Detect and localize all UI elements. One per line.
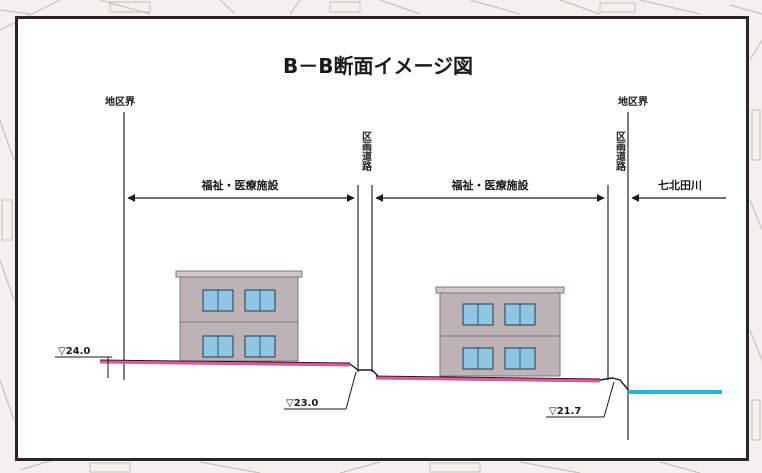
road-1-profile	[349, 363, 379, 377]
left-ground	[99, 360, 351, 367]
mid-ground	[375, 376, 601, 383]
diagram-panel	[15, 16, 749, 461]
left-zone-label: 福祉・医療施設	[201, 178, 280, 192]
road-label-2: 区画道路	[614, 131, 626, 172]
road-2-profile	[599, 377, 631, 393]
left-building	[175, 270, 303, 362]
middle-building	[435, 286, 565, 377]
road-label-1: 区画道路	[360, 131, 372, 172]
left-ground-edge	[99, 359, 351, 364]
level-marker-1: ▽24.0	[58, 346, 90, 357]
mid-zone-label: 福祉・医療施設	[451, 178, 530, 192]
right-zone-label: 七北田川	[658, 178, 702, 192]
left-boundary-label: 地区界	[105, 95, 135, 108]
right-boundary-label: 地区界	[618, 95, 648, 108]
level-marker-2: ▽23.0	[286, 398, 318, 409]
level-marker-3: ▽21.7	[549, 406, 581, 417]
diagram-title: B－B断面イメージ図	[283, 54, 473, 78]
mid-ground-edge	[375, 375, 601, 380]
